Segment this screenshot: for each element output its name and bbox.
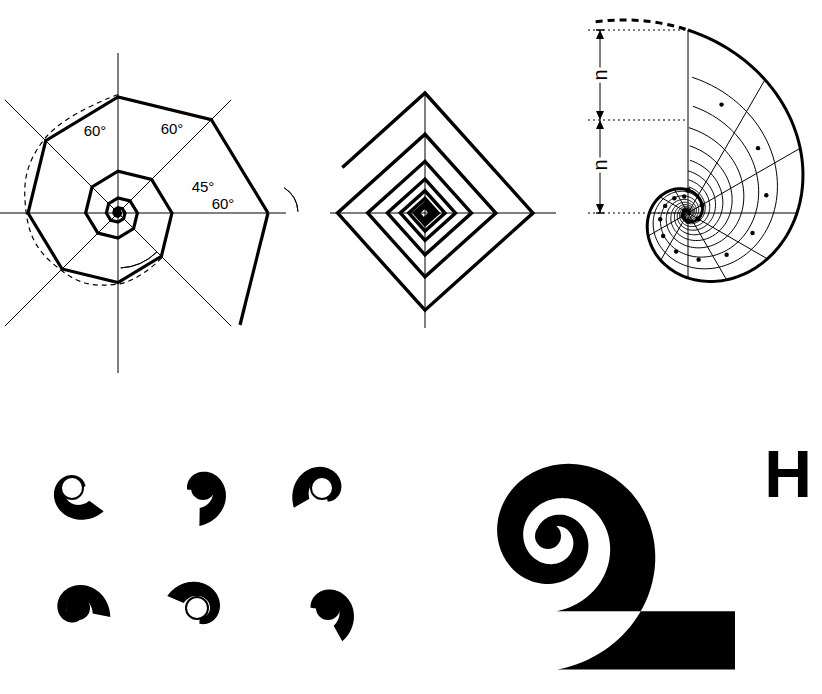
- dimension-tick: [596, 212, 604, 214]
- log-spiral: [588, 20, 803, 281]
- construction-arc: [674, 160, 722, 235]
- dashed-curve: [25, 95, 162, 286]
- construction-arc: [671, 146, 732, 241]
- logo-dot: [192, 477, 214, 499]
- logo-dot: [317, 597, 339, 619]
- small-spiral-logo: [167, 582, 220, 624]
- logo-dot: [186, 597, 208, 619]
- dimension-tick: [596, 29, 604, 31]
- spiral-tail: [240, 213, 268, 325]
- angle-arc: [284, 188, 298, 212]
- construction-point: [719, 102, 723, 106]
- dimension-arrowhead: [596, 204, 604, 213]
- construction-point: [756, 146, 760, 150]
- spiral-polyline: [338, 93, 533, 310]
- angle-label: 60°: [159, 120, 186, 137]
- construction-point: [750, 231, 754, 235]
- construction-axis: [425, 92, 426, 328]
- construction-ray: [688, 30, 689, 213]
- dimension-label: n: [589, 157, 611, 172]
- square-spiral: [330, 92, 556, 328]
- spiral-polyline: [28, 97, 268, 283]
- angle-label: 60°: [210, 195, 237, 212]
- spiral-logos: [54, 464, 735, 670]
- construction-arc: [666, 128, 744, 248]
- logo-letter: H: [762, 440, 814, 508]
- spiral-continuation: [596, 20, 688, 30]
- small-spiral-logo: [292, 467, 341, 508]
- spiral-curve: [647, 30, 803, 281]
- small-spiral-logo: [57, 585, 110, 622]
- construction-ray: [118, 53, 119, 213]
- dimension-leader: [588, 213, 688, 214]
- construction-ray: [5, 100, 118, 213]
- construction-ray: [118, 213, 231, 326]
- construction-point: [724, 253, 728, 257]
- logo-dot: [61, 477, 83, 499]
- logo-dot: [535, 523, 561, 549]
- construction-arc: [653, 77, 777, 269]
- construction-arc: [680, 180, 710, 227]
- large-spiral-logo: [497, 464, 735, 670]
- logo-dot: [67, 597, 89, 619]
- small-spiral-logo: [187, 472, 226, 526]
- dimension-label: n: [589, 67, 611, 82]
- polygon-spiral: [0, 53, 298, 373]
- dimension-arrowhead: [596, 111, 604, 120]
- small-spiral-logo: [54, 475, 104, 520]
- construction-point: [696, 257, 700, 261]
- construction-ray: [118, 213, 286, 214]
- angle-label: 60°: [82, 122, 109, 139]
- angle-label: 45°: [190, 178, 217, 195]
- small-spiral-logo: [310, 590, 353, 642]
- construction-ray: [688, 80, 765, 213]
- construction-arc: [660, 106, 758, 257]
- construction-point: [764, 193, 768, 197]
- angle-arc: [121, 252, 157, 268]
- construction-arc: [677, 171, 715, 230]
- dimension-arrowhead: [596, 30, 604, 39]
- logo-dot: [311, 477, 333, 499]
- dimension-arrowhead: [596, 120, 604, 129]
- dimension-leader: [588, 120, 688, 121]
- dimension-leader: [588, 30, 688, 31]
- construction-ray: [0, 213, 118, 214]
